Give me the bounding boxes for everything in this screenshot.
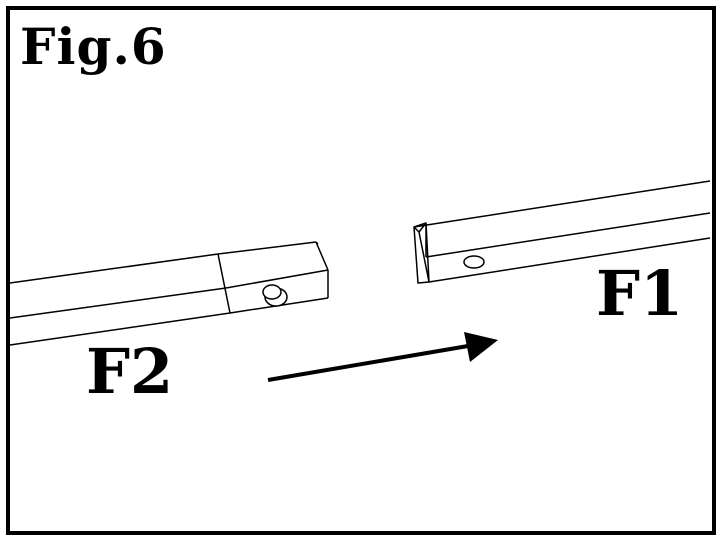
- sleeve-end-left: [315, 241, 329, 271]
- sleeve-top-edge: [217, 241, 317, 255]
- figure-title: Fig.6: [20, 17, 167, 76]
- tube-f2-top-edge: [9, 253, 219, 284]
- tube-f1-inner-edge: [418, 222, 427, 233]
- sleeve-end-top: [315, 241, 319, 245]
- tube-f1-bottom-edge: [428, 237, 711, 283]
- figure-frame: [6, 6, 716, 535]
- tube-f1: [413, 180, 711, 284]
- label-f1: F1: [596, 257, 683, 330]
- sleeve-mid-edge: [225, 269, 329, 289]
- arrow-right-icon: [267, 332, 498, 382]
- tube-f2: [9, 241, 329, 346]
- tube-f1-top-edge: [413, 180, 711, 228]
- spring-button-icon: [262, 284, 288, 307]
- tube-f1-mid-edge: [425, 212, 711, 258]
- tube-f2-bottom-edge: [9, 312, 231, 346]
- tube-f2-mid-edge: [9, 287, 227, 319]
- tube-f2-end-vertical: [217, 253, 231, 314]
- label-f2: F2: [86, 335, 173, 408]
- tube-f1-hole-icon: [463, 255, 485, 269]
